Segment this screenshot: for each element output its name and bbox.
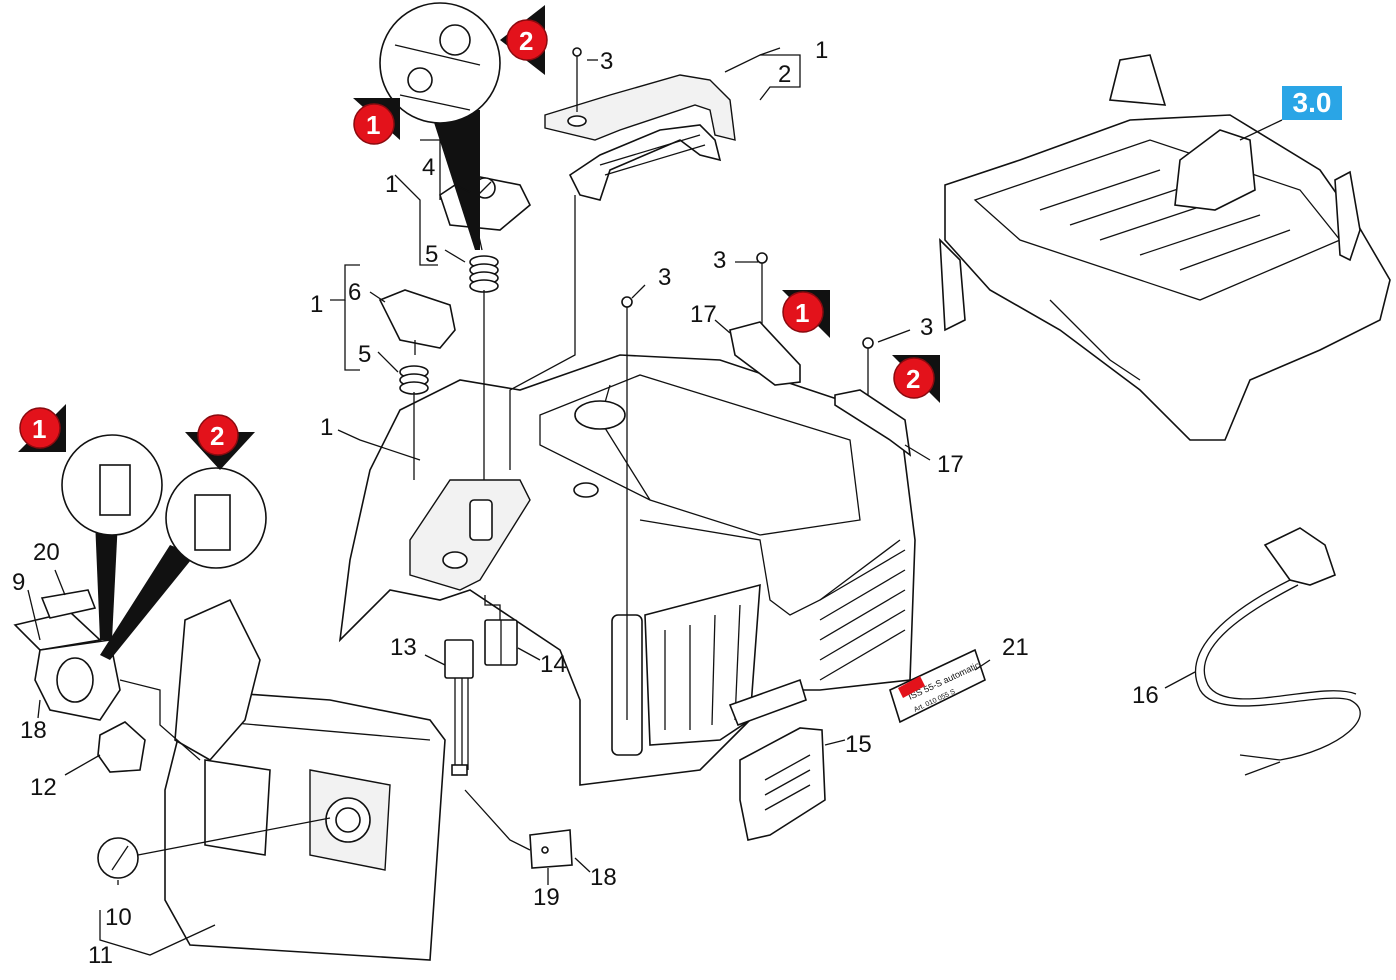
part-num-13: 13 (390, 634, 417, 661)
part-num-2-top: 2 (778, 61, 791, 88)
clip-part-17a (729, 321, 801, 386)
connector-part-14 (484, 619, 518, 666)
part-num-19: 19 (533, 884, 560, 911)
part-num-18a: 18 (20, 717, 47, 744)
part-num-5a: 5 (425, 241, 438, 268)
top-frame-assembly (939, 54, 1391, 441)
leader-lines (27, 47, 1196, 956)
part-num-17b: 17 (937, 451, 964, 478)
detail-circle-left-1 (61, 434, 163, 640)
marker-2-top-text: 2 (519, 26, 533, 56)
handle-part (544, 74, 736, 201)
part-num-9: 9 (12, 569, 25, 596)
screw-top (572, 47, 582, 112)
spring-part-5a (469, 255, 499, 293)
marker-1-top: 1 (353, 98, 400, 145)
marker-1-top-text: 1 (366, 110, 380, 140)
front-cover-part-11 (164, 598, 446, 961)
switch-part-12 (97, 721, 146, 773)
part-num-1-body: 1 (320, 414, 333, 441)
reference-badge: 3.0 (1282, 86, 1342, 120)
marker-2-mid-text: 2 (906, 364, 920, 394)
connector-part-13 (444, 639, 474, 776)
part-num-3-top: 3 (600, 48, 613, 75)
screws-mid (621, 252, 874, 720)
plate-part-20 (40, 589, 97, 619)
part-num-16: 16 (1132, 682, 1159, 709)
part-num-20: 20 (33, 539, 60, 566)
part-num-3-mid: 3 (658, 264, 671, 291)
marker-2-mid: 2 (892, 355, 940, 403)
part-number-labels: 3 1 2 1 4 5 1 6 5 3 3 17 3 17 1 20 9 18 … (12, 37, 1159, 969)
part-num-4: 4 (422, 154, 435, 181)
part-num-17a: 17 (690, 301, 717, 328)
marker-2-left: 2 (185, 414, 255, 470)
leader-ref (1239, 119, 1283, 141)
knob-part-10 (97, 837, 139, 879)
marker-1-mid-text: 1 (795, 298, 809, 328)
detail-circle-top (379, 2, 501, 250)
marker-2-top: 2 (500, 5, 548, 75)
cap-part-6 (378, 289, 456, 355)
part-num-6: 6 (348, 279, 361, 306)
part-num-3-mid2: 3 (713, 247, 726, 274)
spring-part-5b (399, 365, 429, 395)
marker-1-left: 1 (18, 404, 66, 452)
part-num-18b: 18 (590, 864, 617, 891)
part-num-1-top: 1 (815, 37, 828, 64)
marker-1-mid: 1 (782, 290, 830, 338)
detail-circle-left-2 (100, 467, 267, 660)
part-num-1-left-b: 1 (310, 291, 323, 318)
part-num-3-right: 3 (920, 314, 933, 341)
switch-box-part-9 (13, 611, 121, 721)
marker-1-left-text: 1 (32, 414, 46, 444)
part-num-10: 10 (105, 904, 132, 931)
marker-2-left-text: 2 (210, 421, 224, 451)
grille-part-15 (728, 678, 826, 841)
part-num-15: 15 (845, 731, 872, 758)
clip-part-17b (834, 389, 912, 457)
part-num-21: 21 (1002, 634, 1029, 661)
part-num-5b: 5 (358, 341, 371, 368)
knob-cap-part-4 (439, 174, 531, 251)
part-num-14: 14 (540, 651, 567, 678)
part-num-11: 11 (88, 942, 113, 969)
pcb-part-19 (529, 829, 573, 869)
part-num-12: 12 (30, 774, 57, 801)
power-cord (1194, 527, 1361, 776)
part-num-1-left-a: 1 (385, 171, 398, 198)
